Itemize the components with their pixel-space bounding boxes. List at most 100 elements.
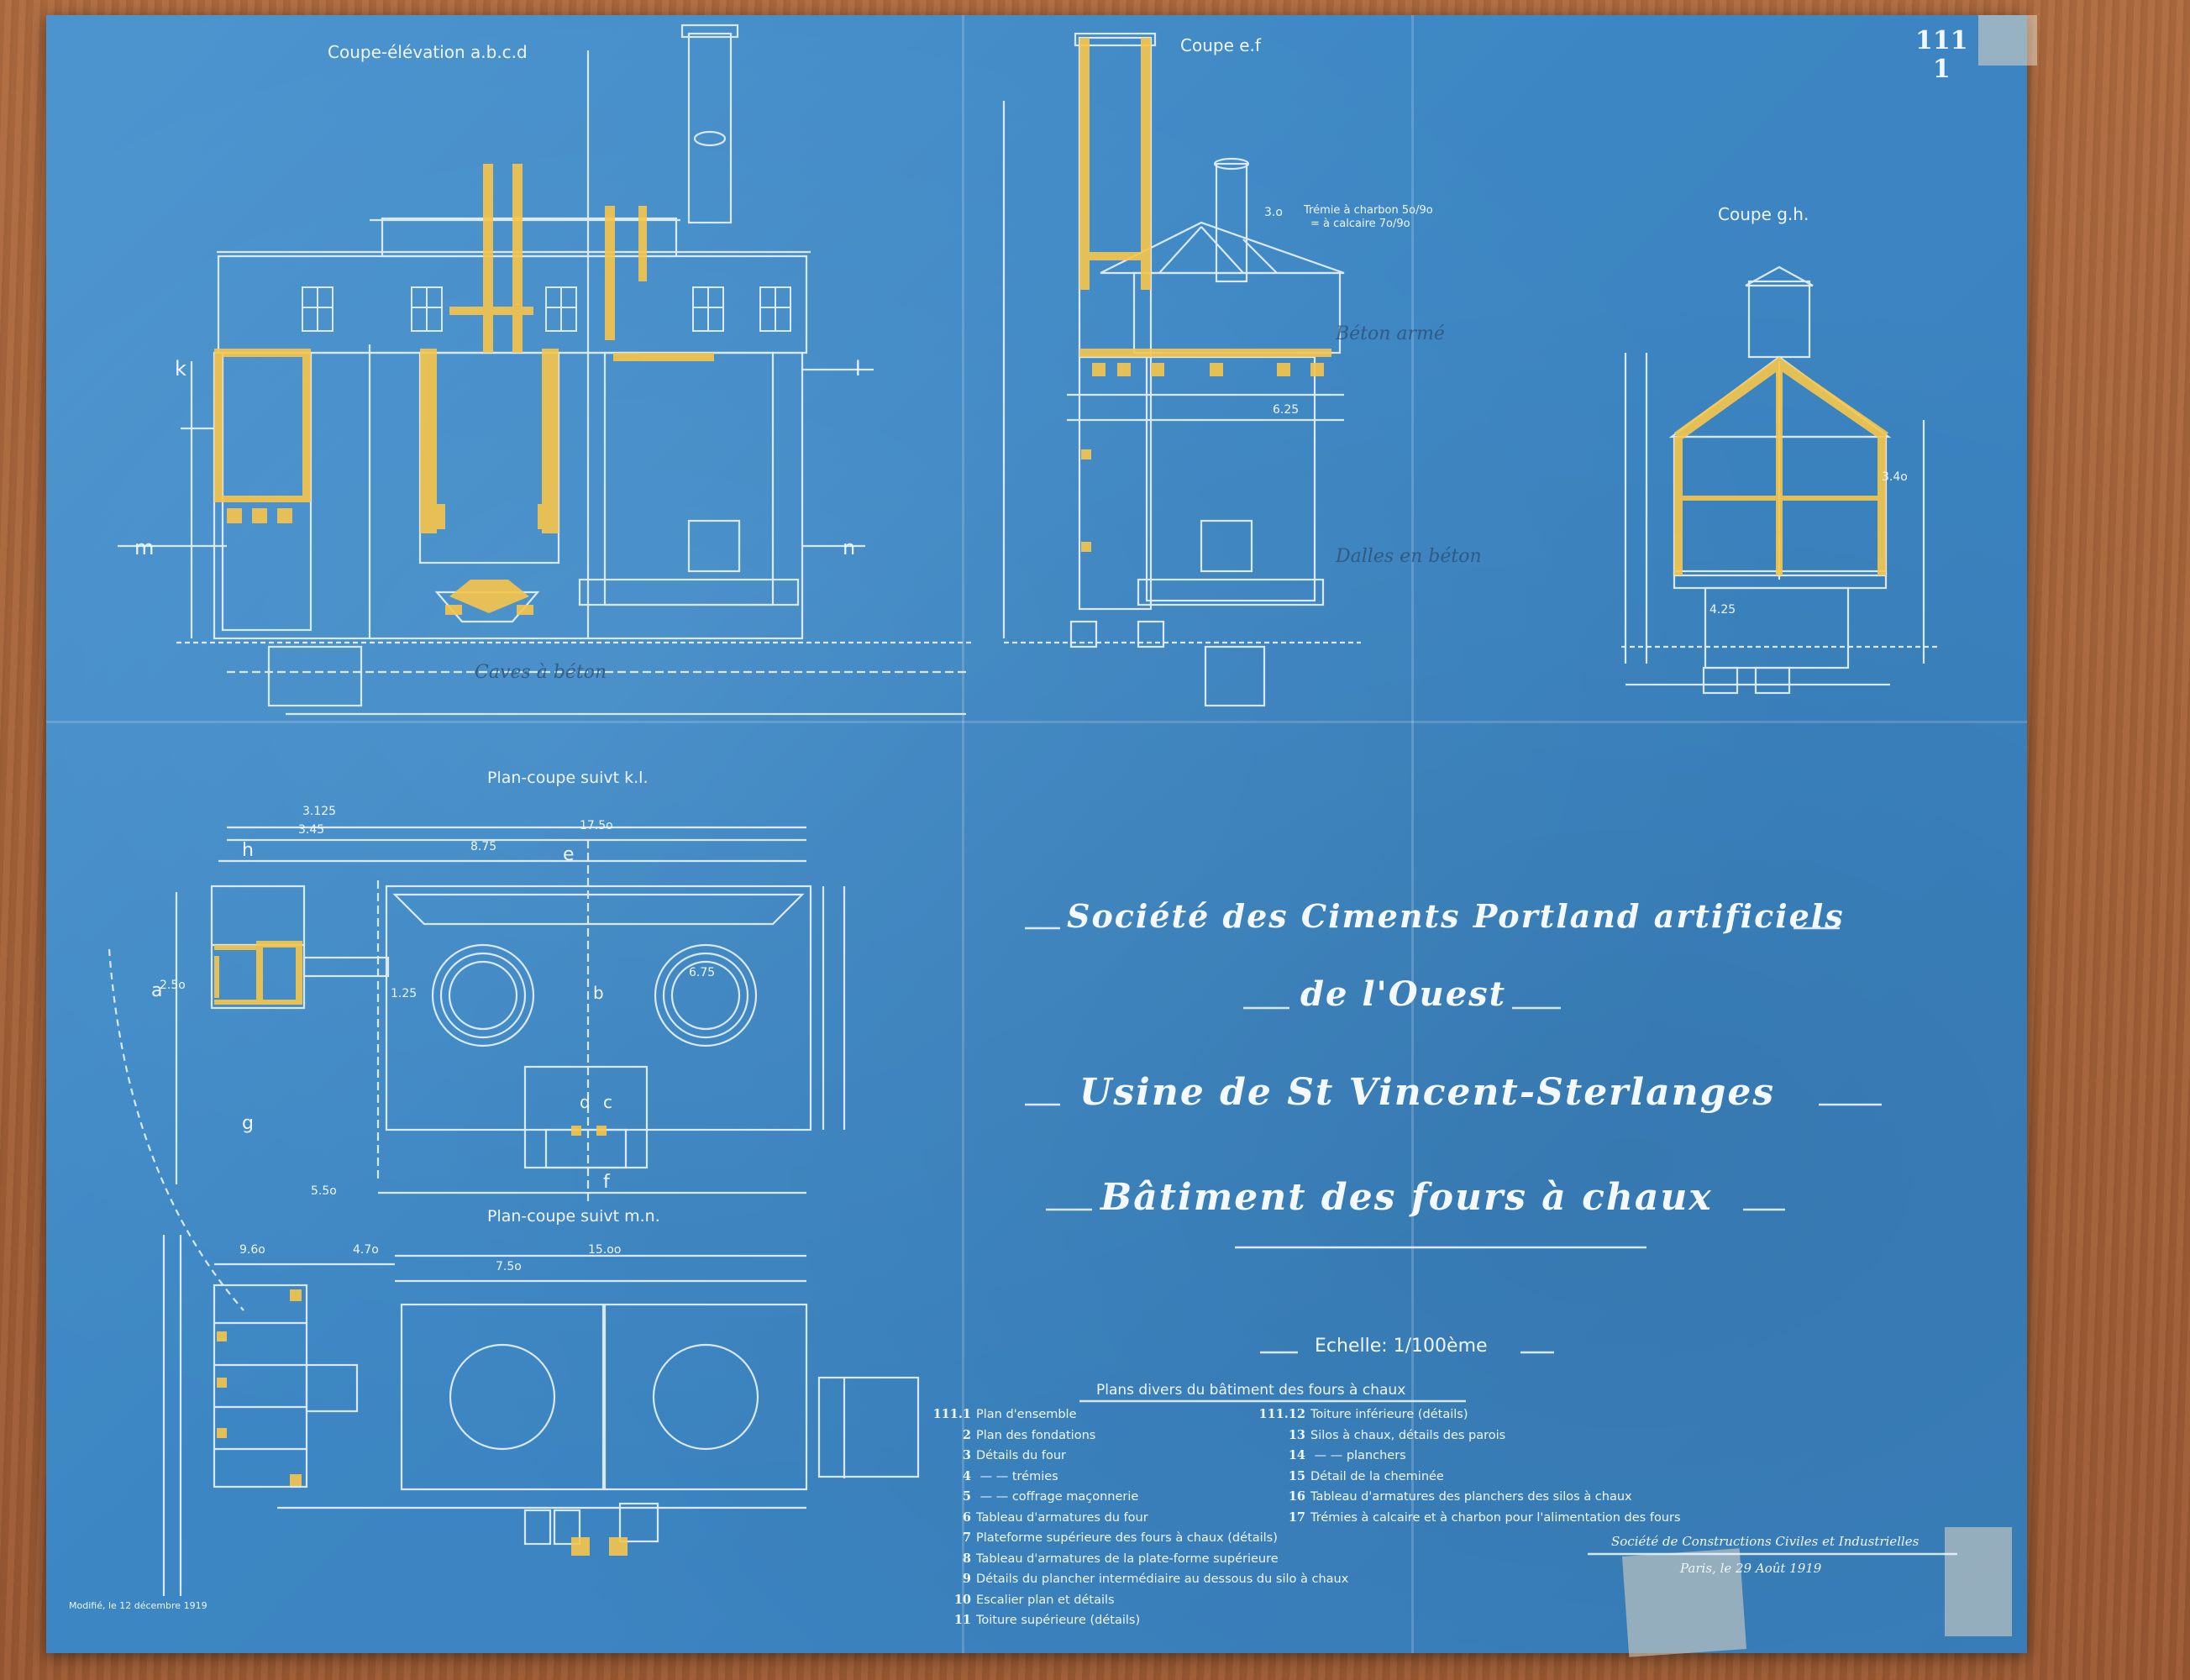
blueprint-sheet — [46, 15, 2037, 1657]
legend-text: — — trémies — [976, 1469, 1058, 1483]
dimension-label: 7.5o — [496, 1260, 522, 1273]
legend-row: 6 Tableau d'armatures du four — [917, 1508, 1348, 1529]
dimension-label: 8.75 — [470, 840, 497, 853]
legend-text: Détail de la cheminée — [1310, 1469, 1444, 1483]
title-rules — [1025, 927, 1957, 1556]
legend-num: 2 — [962, 1427, 971, 1442]
title-region: de l'Ouest — [1300, 974, 1507, 1014]
plan-kl — [108, 826, 846, 1311]
section-marker-e: e — [563, 844, 575, 865]
legend-row: 8 Tableau d'armatures de la plate-forme s… — [917, 1549, 1348, 1570]
plan-mn — [162, 1235, 920, 1596]
section-marker-c: c — [603, 1092, 612, 1112]
masking-tape — [1945, 1527, 2012, 1636]
dimension-label: 9.6o — [239, 1243, 265, 1257]
legend-row: 14 — — planchers — [1252, 1446, 1681, 1467]
legend-text: — — coffrage maçonnerie — [976, 1490, 1139, 1504]
pencil-note: Caves à béton — [475, 662, 607, 683]
view-title-plan-kl: Plan-coupe suivt k.l. — [487, 769, 649, 787]
dimension-label: 3.45 — [298, 823, 325, 837]
legend-text: Escalier plan et détails — [976, 1593, 1115, 1607]
legend-num: 6 — [962, 1509, 971, 1525]
fold-line — [46, 721, 2027, 723]
section-marker-k: k — [175, 357, 186, 381]
view-title-coupe-abcd: Coupe-élévation a.b.c.d — [328, 42, 528, 62]
legend-text: Silos à chaux, détails des parois — [1310, 1428, 1506, 1442]
pencil-note: Dalles en béton — [1336, 546, 1482, 567]
section-marker-f: f — [603, 1172, 610, 1193]
legend-num: 10 — [953, 1592, 971, 1607]
legend-row: 5 — — coffrage maçonnerie — [917, 1487, 1348, 1508]
legend-num: 8 — [962, 1551, 971, 1566]
legend-num: 5 — [962, 1489, 971, 1504]
pencil-note: Béton armé — [1336, 323, 1445, 344]
view-title-coupe-gh: Coupe g.h. — [1718, 204, 1809, 224]
view-title-plan-mn: Plan-coupe suivt m.n. — [487, 1207, 660, 1226]
legend-row: 4 — — trémies — [917, 1467, 1348, 1488]
dimension-label: 6.25 — [1273, 403, 1300, 417]
legend-text: Plan d'ensemble — [976, 1408, 1077, 1421]
title-factory: Usine de St Vincent-Sterlanges — [1079, 1071, 1776, 1114]
title-company: Société des Ciments Portland artificiels — [1067, 897, 1845, 935]
legend-text: Tableau d'armatures de la plate-forme su… — [976, 1551, 1279, 1566]
legend-text: — — planchers — [1310, 1449, 1406, 1462]
legend-title: Plans divers du bâtiment des fours à cha… — [1096, 1382, 1406, 1399]
legend-row: 3 Détails du four — [917, 1446, 1348, 1467]
scale-label: Echelle: 1/100ème — [1315, 1336, 1488, 1357]
fold-line — [1411, 15, 1414, 1653]
legend-text: Plan des fondations — [976, 1428, 1096, 1442]
legend-num: 111.1 — [932, 1407, 971, 1421]
section-marker-a: a — [151, 980, 163, 1001]
modified-note: Modifié, le 12 décembre 1919 — [69, 1600, 207, 1611]
legend-text: Détails du four — [976, 1449, 1067, 1462]
sheet-number-line2: 1 — [1932, 55, 1951, 84]
highlighted-members — [214, 38, 1888, 1556]
section-marker-d: d — [580, 1092, 591, 1112]
company-signature: Société de Constructions Civiles et Indu… — [1611, 1534, 1920, 1549]
dimension-label: 4.7o — [353, 1243, 379, 1257]
section-marker-b: b — [593, 983, 604, 1003]
hopper-note-2: = à calcaire 7o/9o — [1310, 218, 1410, 230]
legend-num: 15 — [1288, 1468, 1305, 1483]
view-title-coupe-ef: Coupe e.f — [1180, 35, 1261, 55]
legend-text: Plateforme supérieure des fours à chaux … — [976, 1531, 1278, 1545]
section-marker-l: l — [855, 357, 861, 381]
legend-row: 111.12 Toiture inférieure (détails) — [1252, 1404, 1681, 1425]
dimension-label: 2.5o — [160, 979, 186, 992]
sheet-number-line1: 111 — [1915, 26, 1968, 55]
legend-left: 111.1 Plan d'ensemble 2 Plan des fondation… — [917, 1404, 1349, 1631]
legend-row: 15 Détail de la cheminée — [1252, 1467, 1681, 1488]
hopper-note-1: Trémie à charbon 5o/9o — [1304, 204, 1433, 217]
section-marker-n: n — [843, 536, 856, 559]
dimension-label: 3.o — [1264, 206, 1283, 219]
section-marker-m: m — [134, 536, 155, 559]
dimension-label: 17.5o — [580, 819, 613, 832]
masking-tape — [1978, 15, 2037, 66]
section-ef — [1002, 32, 1361, 707]
drawing-date: Paris, le 29 Août 1919 — [1680, 1561, 1822, 1576]
dimension-label: 1.25 — [391, 987, 418, 1000]
legend-num: 3 — [962, 1448, 971, 1462]
legend-text: Tableau d'armatures du four — [976, 1510, 1148, 1525]
section-marker-h: h — [242, 840, 254, 861]
dimension-label: 3.125 — [302, 805, 337, 818]
legend-row: 2 Plan des fondations — [917, 1425, 1348, 1446]
legend-num: 111.12 — [1258, 1407, 1306, 1421]
legend-num: 4 — [962, 1468, 971, 1483]
dimension-label: 6.75 — [689, 966, 716, 979]
legend-text: Tableau d'armatures des planchers des si… — [1310, 1490, 1632, 1504]
legend-num: 11 — [953, 1613, 971, 1627]
legend-text: Toiture inférieure (détails) — [1310, 1408, 1468, 1421]
dimension-label: 3.4o — [1882, 470, 1908, 484]
dimension-label: 5.5o — [311, 1184, 337, 1198]
legend-num: 9 — [962, 1572, 971, 1586]
dimension-label: 15.oo — [588, 1243, 622, 1257]
